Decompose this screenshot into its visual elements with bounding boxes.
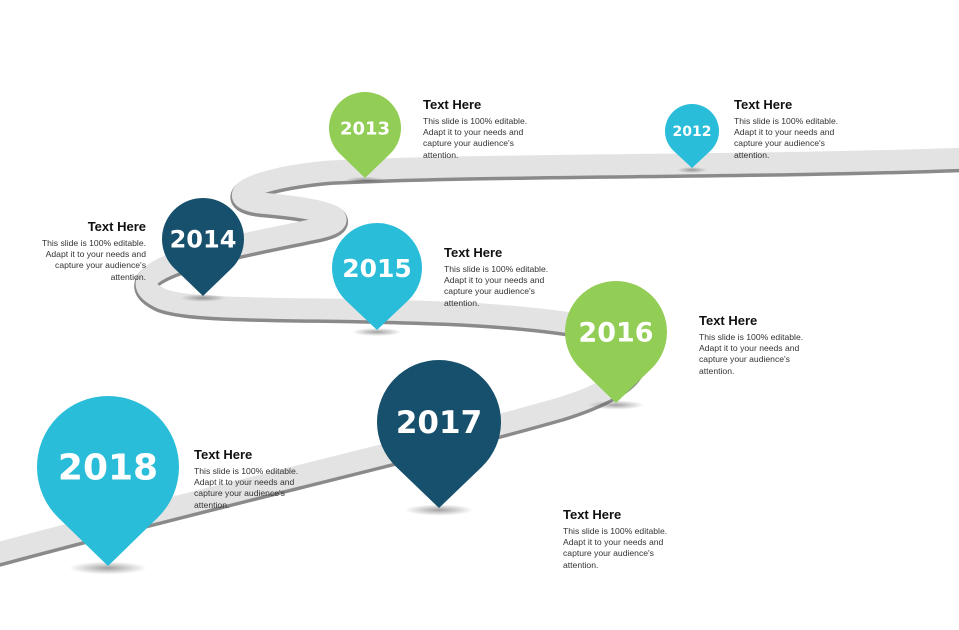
callout-body: This slide is 100% editable. Adapt it to… — [423, 116, 528, 160]
pin-year-label: 2016 — [578, 317, 653, 348]
callout-body: This slide is 100% editable. Adapt it to… — [563, 526, 668, 570]
callout-2018: Text Here This slide is 100% editable. A… — [194, 447, 312, 511]
pin-marker — [665, 104, 720, 168]
pin-year-label: 2013 — [340, 118, 390, 139]
callout-2017: Text Here This slide is 100% editable. A… — [563, 507, 681, 571]
callout-title: Text Here — [563, 507, 622, 522]
pin-2014: 2014 — [162, 198, 245, 302]
pin-shadow — [352, 327, 402, 337]
pin-2017: 2017 — [376, 359, 501, 516]
pin-marker — [376, 359, 501, 508]
pin-year-label: 2014 — [170, 225, 237, 253]
callout-title: Text Here — [423, 97, 482, 112]
pin-2018: 2018 — [36, 396, 179, 575]
callout-title: Text Here — [87, 219, 146, 234]
pin-shadow — [68, 561, 148, 575]
pin-shadow — [345, 176, 385, 184]
pin-marker — [565, 280, 667, 403]
callout-2016: Text Here This slide is 100% editable. A… — [699, 313, 817, 377]
winding-road — [0, 147, 959, 567]
pin-marker — [36, 396, 179, 566]
callout-title: Text Here — [194, 447, 253, 462]
callout-2013: Text Here This slide is 100% editable. A… — [423, 97, 541, 161]
callout-body: This slide is 100% editable. Adapt it to… — [41, 238, 146, 282]
pin-2012: 2012 — [665, 104, 720, 173]
pin-year-label: 2018 — [58, 448, 158, 489]
callout-body: This slide is 100% editable. Adapt it to… — [444, 264, 549, 308]
pin-shadow — [180, 294, 226, 302]
pin-2016: 2016 — [565, 280, 667, 410]
pin-year-label: 2012 — [673, 124, 712, 140]
pin-shadow — [404, 504, 474, 516]
milestone-pins: 2012 2013 2014 2015 2016 2017 2018 — [36, 92, 720, 575]
callout-body: This slide is 100% editable. Adapt it to… — [734, 116, 839, 160]
pin-2013: 2013 — [329, 92, 402, 184]
pin-marker — [332, 223, 423, 330]
callout-2014: Text Here This slide is 100% editable. A… — [28, 219, 146, 283]
pin-shadow — [677, 167, 707, 173]
callout-title: Text Here — [444, 245, 503, 260]
pin-marker — [162, 198, 245, 296]
pin-marker — [329, 92, 402, 178]
pin-2015: 2015 — [332, 223, 423, 337]
road-surface — [0, 147, 959, 564]
callout-2015: Text Here This slide is 100% editable. A… — [444, 245, 562, 309]
pin-shadow — [587, 400, 645, 410]
callout-title: Text Here — [734, 97, 793, 112]
callout-body: This slide is 100% editable. Adapt it to… — [699, 332, 804, 376]
pin-year-label: 2017 — [396, 405, 482, 441]
pin-year-label: 2015 — [342, 254, 412, 283]
callout-body: This slide is 100% editable. Adapt it to… — [194, 466, 299, 510]
callout-title: Text Here — [699, 313, 758, 328]
callout-2012: Text Here This slide is 100% editable. A… — [734, 97, 852, 161]
